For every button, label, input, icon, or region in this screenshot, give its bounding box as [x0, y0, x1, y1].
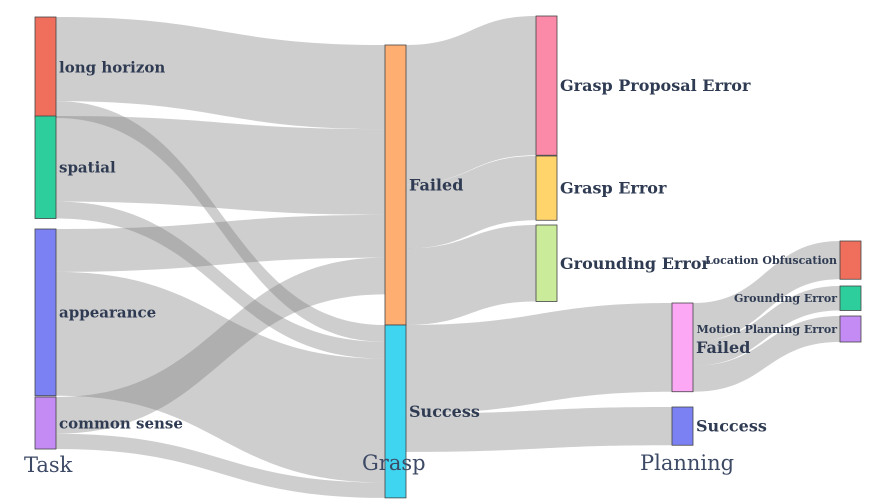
link-grasp-success-to-planning-success — [406, 407, 672, 452]
node-label-planning-success: Success — [696, 417, 767, 436]
link-long-horizon-to-grasp-success — [56, 101, 385, 342]
node-appearance — [34, 228, 57, 397]
link-appearance-to-grasp-failed — [56, 214, 385, 272]
link-long-horizon-to-grasp-failed — [56, 17, 385, 130]
sankey-nodes — [34, 15, 862, 499]
stage-labels: Task Grasp Planning — [24, 451, 734, 477]
node-long-horizon — [34, 16, 57, 119]
node-label-spatial: spatial — [59, 159, 116, 177]
node-label-appearance: appearance — [59, 304, 156, 322]
node-grasp-error — [535, 155, 558, 221]
node-motion-planning-error — [839, 315, 862, 343]
node-label-common-sense: common sense — [59, 414, 183, 432]
node-label-location-obfuscation: Location Obfuscation — [705, 254, 837, 267]
node-label-grasp-error: Grasp Error — [560, 179, 667, 198]
node-location-obfuscation — [839, 240, 862, 280]
node-label-grasp-failed: Failed — [409, 176, 463, 195]
node-label-motion-planning-error: Motion Planning Error — [697, 323, 838, 336]
link-common-sense-to-grasp-failed — [56, 257, 385, 434]
node-grasp-success — [384, 324, 407, 499]
node-common-sense — [34, 396, 57, 450]
node-spatial — [34, 115, 57, 219]
node-grasp-proposal-error — [535, 15, 558, 156]
link-grasp-failed-to-grasp-error — [406, 156, 536, 249]
sankey-links — [56, 16, 840, 498]
sankey-node-labels: long horizon spatial appearance common sens… — [59, 59, 837, 436]
node-label-grasp-success: Success — [409, 402, 480, 421]
link-planning-failed-to-motion-planning-error — [693, 316, 840, 392]
link-planning-failed-to-grounding-error-2 — [693, 286, 840, 366]
node-label-grounding-error-1: Grounding Error — [560, 254, 710, 273]
stage-label-task: Task — [24, 453, 73, 477]
node-grounding-error-1 — [535, 224, 558, 302]
stage-label-planning: Planning — [640, 451, 734, 475]
link-appearance-to-grasp-success — [56, 271, 385, 483]
link-grasp-success-to-planning-failed — [406, 303, 672, 414]
node-planning-success — [671, 406, 694, 446]
node-label-long-horizon: long horizon — [59, 59, 165, 77]
stage-label-grasp: Grasp — [362, 451, 426, 475]
link-spatial-to-grasp-success — [56, 201, 385, 359]
node-label-planning-failed: Failed — [696, 338, 750, 357]
node-label-grasp-proposal-error: Grasp Proposal Error — [560, 76, 751, 95]
node-grounding-error-2 — [839, 285, 862, 311]
link-grasp-failed-to-grounding-error-1 — [406, 225, 536, 325]
node-label-grounding-error-2: Grounding Error — [734, 292, 837, 305]
node-planning-failed — [671, 302, 694, 393]
link-spatial-to-grasp-failed — [56, 116, 385, 215]
link-planning-failed-to-location-obfuscation — [693, 241, 840, 342]
node-grasp-failed — [384, 44, 407, 326]
link-grasp-failed-to-grasp-proposal-error — [406, 16, 536, 185]
link-common-sense-to-grasp-success — [56, 433, 385, 498]
